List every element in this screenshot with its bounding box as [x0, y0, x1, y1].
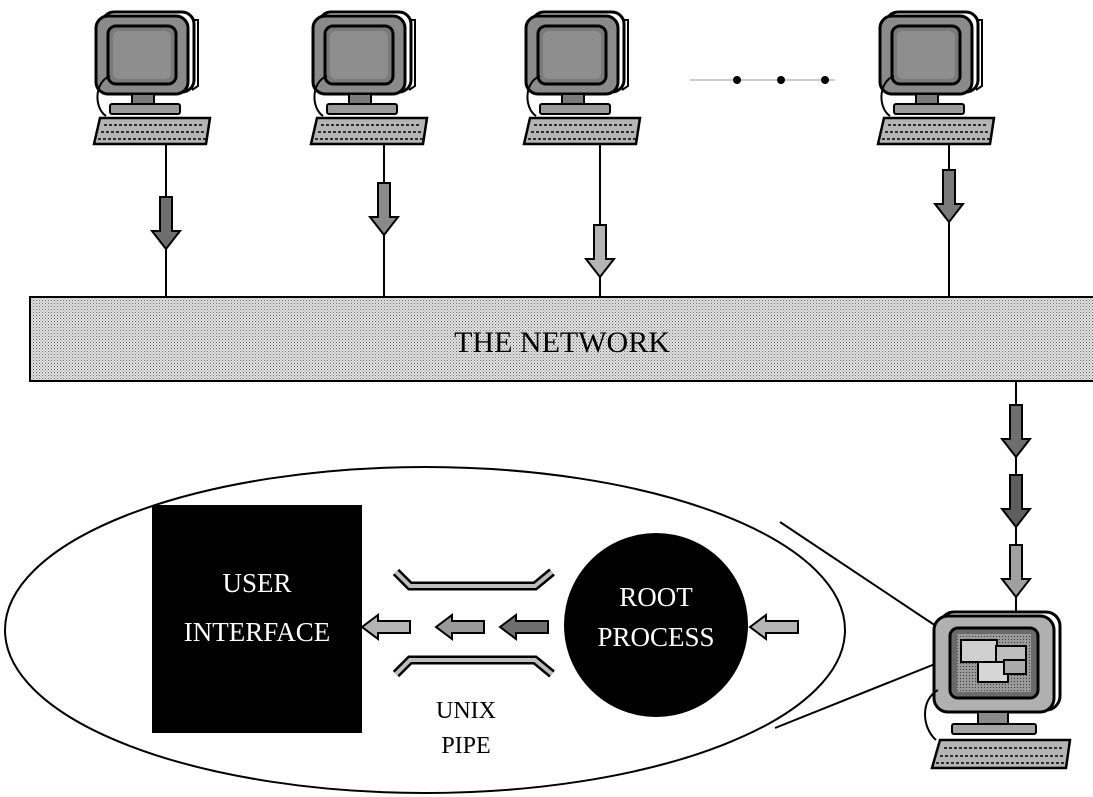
- down-arrow-icon: [369, 182, 399, 236]
- workstation-3: [522, 10, 642, 146]
- down-arrow-icon: [151, 196, 181, 250]
- network-label: THE NETWORK: [454, 326, 670, 359]
- unix-pipe: UNIX PIPE: [392, 568, 555, 759]
- down-arrow-icon: [1001, 404, 1031, 458]
- connector-2: [369, 145, 399, 298]
- unix-pipe-label-line1: UNIX: [436, 698, 496, 724]
- root-process-label-line2: PROCESS: [597, 622, 714, 652]
- network-to-host-connector: [1001, 381, 1031, 615]
- computer-icon: [309, 10, 429, 146]
- zoom-callout-lines: [774, 521, 946, 729]
- local-host-workstation: [924, 610, 1072, 770]
- connector-4: [934, 145, 964, 298]
- workstation-2: [309, 10, 429, 146]
- root-process-label-line1: ROOT: [619, 582, 693, 612]
- user-interface-label-line2: INTERFACE: [184, 617, 331, 647]
- workstation-4: [876, 10, 996, 146]
- computer-icon: [522, 10, 642, 146]
- workstation-1: [92, 10, 212, 146]
- network-band: THE NETWORK: [29, 296, 1093, 382]
- unix-pipe-label-line2: PIPE: [441, 733, 490, 759]
- user-interface-label-line1: USER: [222, 568, 291, 598]
- computer-icon: [876, 10, 996, 146]
- computer-icon: [92, 10, 212, 146]
- connector-1: [151, 145, 181, 298]
- down-arrow-icon: [934, 169, 964, 223]
- down-arrow-icon: [1001, 474, 1031, 528]
- computer-with-gui-icon: [924, 610, 1072, 770]
- down-arrow-icon: [1001, 544, 1031, 598]
- down-arrow-icon: [585, 224, 615, 278]
- user-interface-box: USER INTERFACE: [152, 505, 362, 733]
- more-workstations-ellipsis: [690, 76, 835, 84]
- connector-3: [585, 145, 615, 298]
- root-process-circle: ROOT PROCESS: [564, 533, 748, 717]
